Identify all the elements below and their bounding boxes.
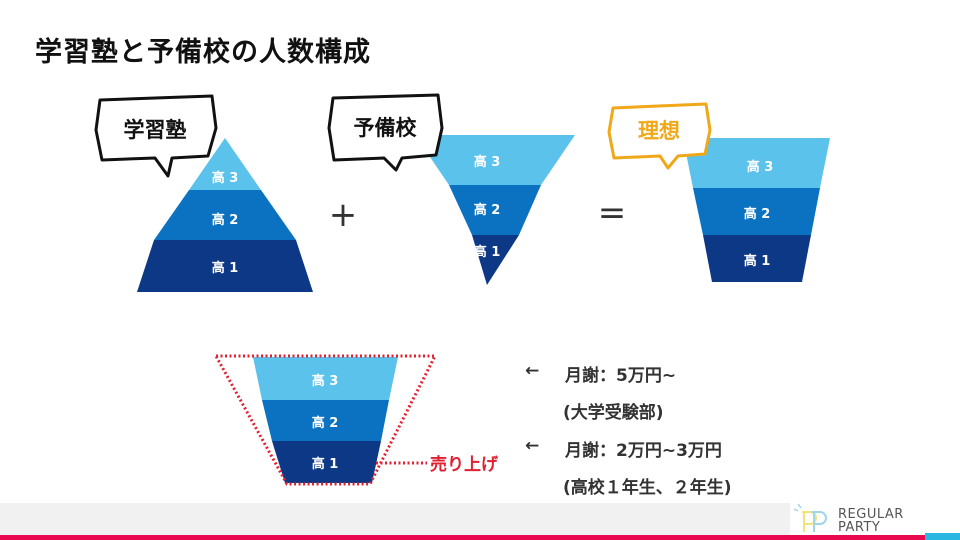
logo-mark-icon [793, 503, 827, 532]
accent-bar-cyan [925, 533, 960, 540]
label-g3: 高 3 [747, 159, 774, 175]
note-target-1: (大学受験部) [563, 403, 664, 423]
label-g2: 高 2 [312, 415, 339, 431]
triangle-g1 [472, 235, 519, 285]
pyramid-g1 [137, 240, 313, 292]
footer-spacer [80, 490, 780, 503]
ideal-g2 [693, 188, 820, 235]
note-target-2: (高校１年生、２年生) [563, 478, 732, 498]
label-g2: 高 2 [474, 202, 501, 218]
ideal-trapezoid: 高 3 高 2 高 1 [683, 138, 830, 282]
equals-sign: = [598, 193, 627, 233]
arrow-icon: ← [525, 436, 540, 456]
sales-funnel: 高 3 高 2 高 1 売り上げ [213, 354, 499, 486]
logo [790, 500, 960, 535]
label-g1: 高 1 [312, 456, 339, 472]
bubble-yobiko-text: 予備校 [354, 116, 418, 140]
sales-outline [213, 354, 438, 486]
juku-pyramid: 高 3 高 2 高 1 [137, 138, 313, 292]
bubble-ideal-text: 理想 [638, 119, 680, 143]
label-g3: 高 3 [474, 154, 501, 170]
logo-line1: REGULAR [838, 507, 904, 522]
plus-sign: + [329, 195, 358, 235]
pyramid-g3 [189, 138, 261, 190]
funnel-g1 [272, 441, 381, 483]
note-fee-1: 月謝：5万円~ [565, 366, 677, 386]
label-g1: 高 1 [212, 260, 239, 276]
triangle-g2 [449, 185, 541, 235]
ideal-g1 [703, 235, 811, 282]
bubble-ideal: 理想 [607, 102, 712, 170]
label-g1: 高 1 [744, 253, 771, 269]
yobiko-triangle: 高 3 高 2 高 1 [415, 135, 575, 285]
page-title: 学習塾と予備校の人数構成 [35, 37, 371, 68]
label-g1: 高 1 [474, 244, 501, 260]
label-g3: 高 3 [212, 170, 239, 186]
label-g2: 高 2 [744, 206, 771, 222]
logo-text: REGULAR PARTY [838, 508, 904, 534]
funnel-g2 [262, 400, 389, 441]
ideal-g3 [683, 138, 830, 188]
label-g3: 高 3 [312, 373, 339, 389]
note-fee-2: 月謝：2万円~3万円 [565, 441, 722, 461]
funnel-g3 [253, 357, 398, 400]
label-g2: 高 2 [212, 212, 239, 228]
arrow-icon: ← [525, 361, 540, 381]
pyramid-g2 [154, 190, 296, 240]
logo-line2: PARTY [838, 520, 881, 535]
sales-label: 売り上げ [430, 454, 499, 475]
accent-bar [0, 535, 925, 540]
bubble-juku-text: 学習塾 [124, 118, 187, 142]
triangle-g3 [415, 135, 575, 185]
bubble-juku: 学習塾 [94, 94, 218, 178]
bubble-yobiko: 予備校 [327, 93, 444, 172]
